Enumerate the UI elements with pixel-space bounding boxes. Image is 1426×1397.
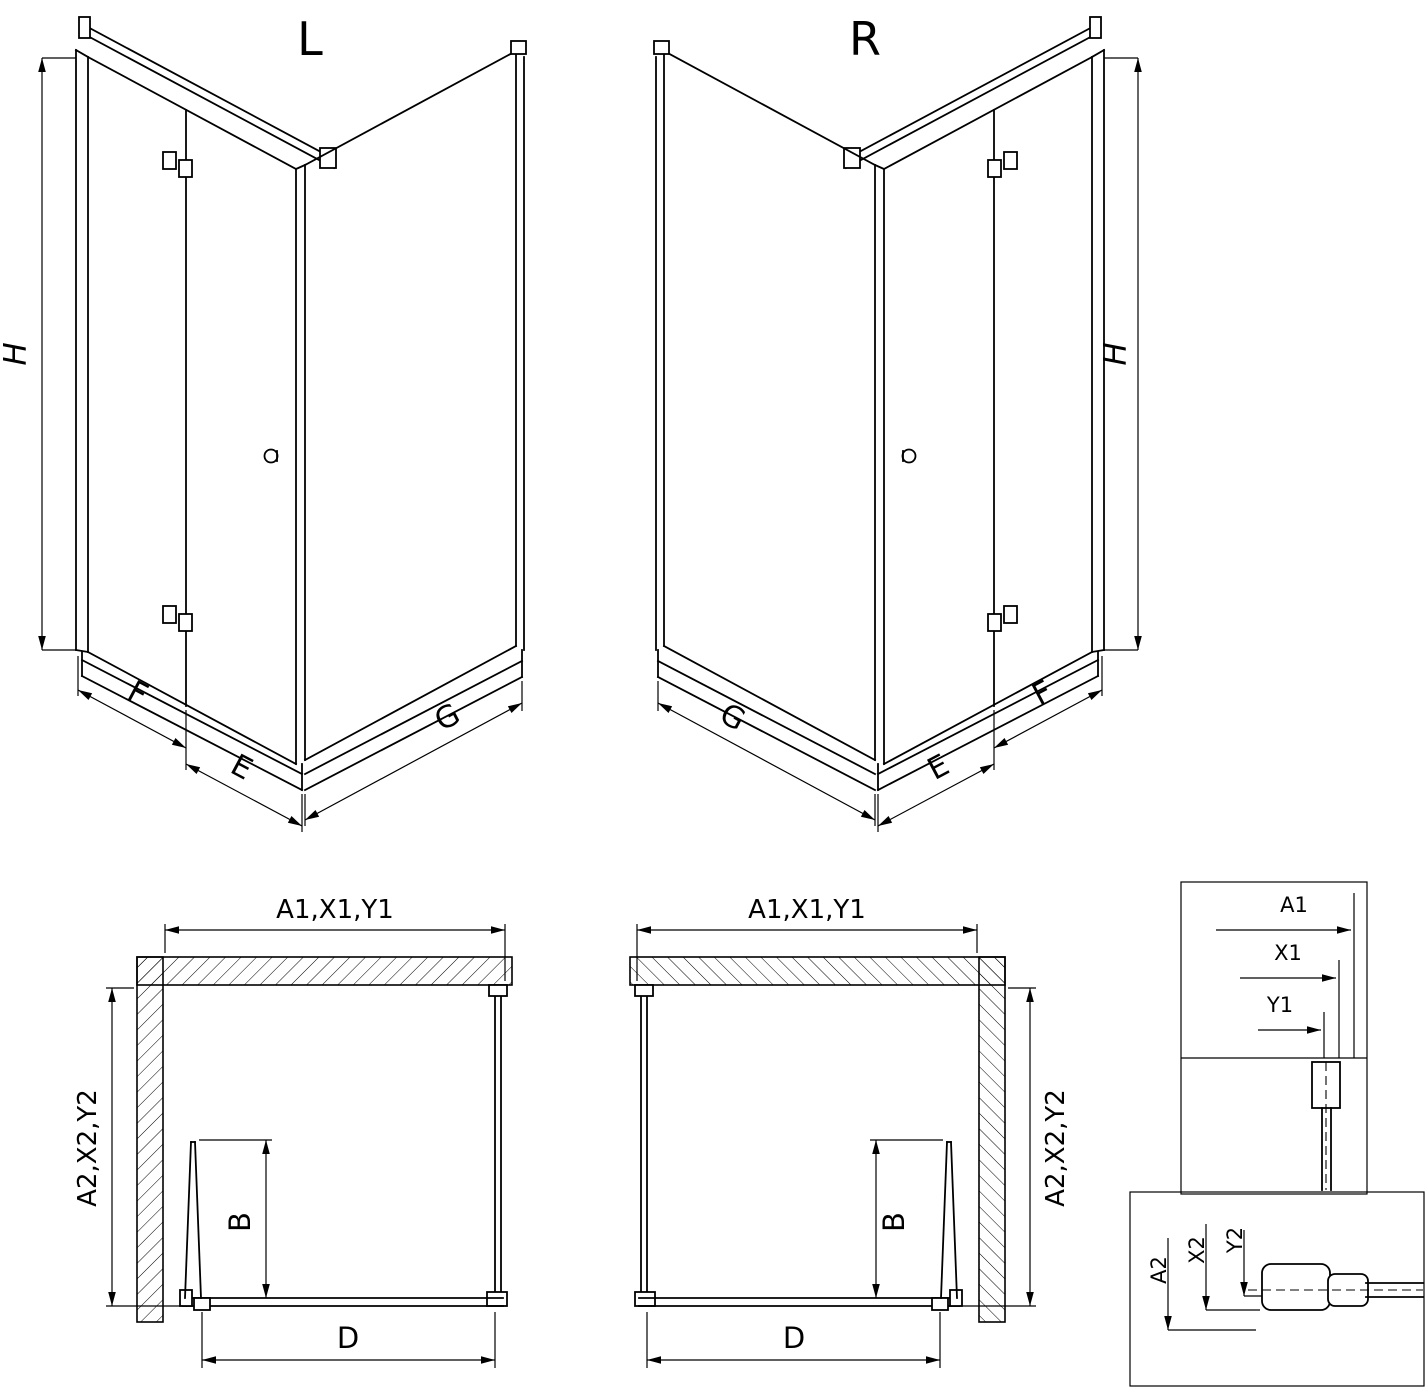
label-detail-x1: X1 (1274, 941, 1302, 965)
label-detail-a2: A2 (1147, 1256, 1171, 1284)
label-plan-width-right: A1,X1,Y1 (748, 895, 866, 925)
label-detail-a1: A1 (1280, 893, 1308, 917)
plan-view-left: A1,X1,Y1 A2,X2,Y2 B D (73, 895, 512, 1368)
variant-label-right: R (849, 12, 881, 66)
detail-box-border (1129, 1191, 1425, 1387)
label-door-left: E (225, 748, 258, 788)
plan-right-geometry (630, 924, 1036, 1368)
label-detail-x2: X2 (1185, 1236, 1209, 1264)
detail-depth-box: A2 X2 Y2 (1129, 1191, 1425, 1387)
label-plan-depth-left: A2,X2,Y2 (73, 1089, 103, 1207)
variant-label-left: L (297, 12, 323, 66)
detail-width-box: A1 X1 Y1 (1180, 881, 1368, 1195)
label-side-right: G (714, 697, 751, 739)
bottom-profile-large (1261, 1263, 1331, 1311)
label-height-left: H (0, 342, 34, 365)
view-3d-left: L H F E G (0, 12, 526, 832)
label-inner-width-left: D (337, 1321, 359, 1355)
label-plan-depth-right: A2,X2,Y2 (1041, 1089, 1071, 1207)
label-height-right: H (1098, 342, 1134, 365)
label-door-clearance-right: B (877, 1212, 911, 1232)
label-plan-width-left: A1,X1,Y1 (276, 895, 394, 925)
label-door-clearance-left: B (223, 1212, 257, 1232)
detail-box-border (1180, 881, 1368, 1195)
plan-left-geometry (106, 924, 512, 1368)
label-detail-y2: Y2 (1223, 1227, 1247, 1254)
label-door-right: E (922, 748, 955, 788)
label-detail-y1: Y1 (1266, 993, 1293, 1017)
view-3d-right: R H F E G (654, 12, 1138, 832)
plan-view-right: A1,X1,Y1 A2,X2,Y2 B D (630, 895, 1071, 1368)
label-inner-width-right: D (783, 1321, 805, 1355)
label-side-left: G (429, 697, 466, 739)
